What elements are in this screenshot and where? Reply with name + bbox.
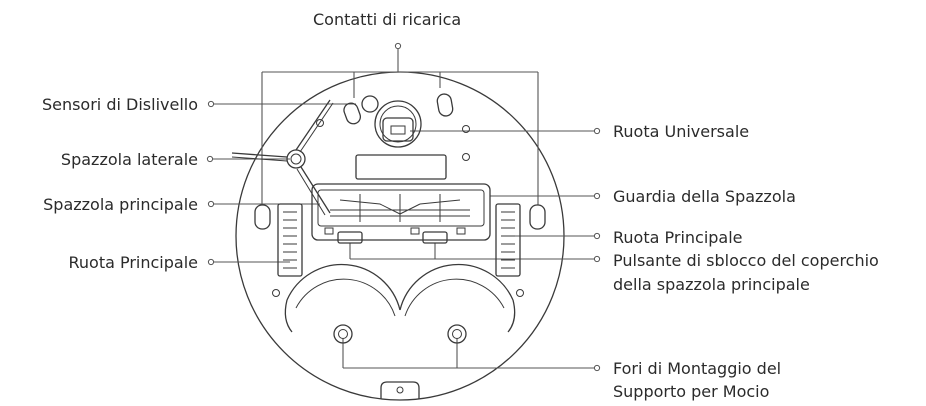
label-charging-contacts: Contatti di ricarica xyxy=(313,10,462,29)
leader-lines xyxy=(206,42,601,372)
label-cliff-sensors: Sensori di Dislivello xyxy=(41,95,198,114)
label-main-brush: Spazzola principale xyxy=(43,195,198,214)
device-details xyxy=(231,93,546,399)
label-side-brush: Spazzola laterale xyxy=(60,150,198,169)
label-release-button-line1: Pulsante di sblocco del coperchio xyxy=(613,251,879,270)
label-mop-holes-line2: Supporto per Mocio xyxy=(613,382,770,401)
label-main-wheel-left: Ruota Principale xyxy=(68,253,198,272)
label-mop-holes-line1: Fori di Montaggio del xyxy=(613,359,782,378)
label-main-wheel-right: Ruota Principale xyxy=(613,228,743,247)
label-release-button-line2: della spazzola principale xyxy=(613,275,810,294)
label-brush-guard: Guardia della Spazzola xyxy=(613,187,796,206)
label-universal-wheel: Ruota Universale xyxy=(613,122,750,141)
